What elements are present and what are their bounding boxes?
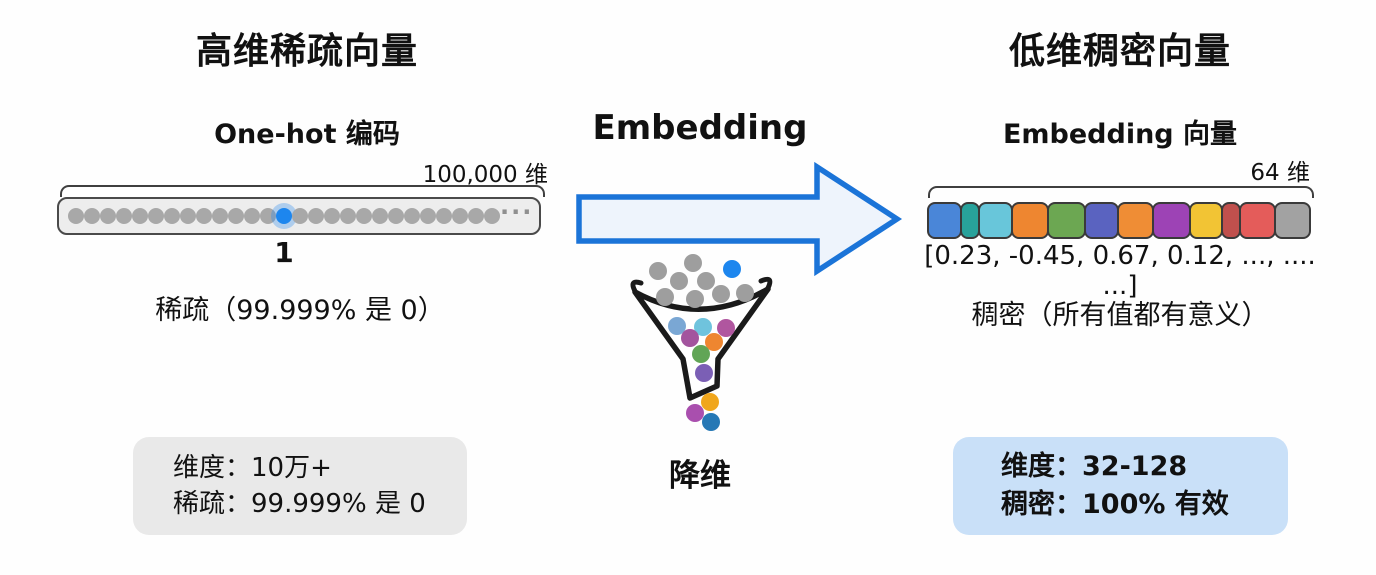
funnel-dot-inside xyxy=(692,345,710,363)
embedding-cell xyxy=(1221,202,1242,239)
zero-dot xyxy=(180,208,196,224)
zero-dot xyxy=(468,208,484,224)
funnel-dot-inside xyxy=(668,317,686,335)
embedding-vector-bar xyxy=(927,202,1311,239)
embedding-cell xyxy=(1188,202,1224,239)
zero-dot xyxy=(164,208,180,224)
zero-dot xyxy=(420,208,436,224)
zero-dot xyxy=(132,208,148,224)
zero-dot xyxy=(100,208,116,224)
funnel-dot-above xyxy=(670,272,688,290)
sparse-section-title: 高维稀疏向量 xyxy=(195,31,418,72)
zero-dot xyxy=(404,208,420,224)
dense-info-line1: 维度：32-128 xyxy=(1001,451,1188,482)
embedding-cell xyxy=(1117,202,1154,239)
funnel-dot-above xyxy=(723,260,741,278)
dense-dimension-bracket xyxy=(928,186,1314,198)
zero-dot xyxy=(452,208,468,224)
zero-dot xyxy=(324,208,340,224)
sparse-info-line2: 稀疏：99.999% 是 0 xyxy=(173,489,426,519)
funnel-dots xyxy=(620,253,780,433)
funnel-dot-above xyxy=(656,288,674,306)
zero-dot xyxy=(340,208,356,224)
zero-dot xyxy=(372,208,388,224)
embedding-cell xyxy=(977,202,1013,239)
embedding-cell xyxy=(959,202,980,239)
right-arrow-shape xyxy=(576,161,903,277)
funnel-dot-inside xyxy=(694,318,712,336)
embedding-cell xyxy=(1010,202,1050,239)
zero-dot xyxy=(356,208,372,224)
zero-dot xyxy=(228,208,244,224)
zero-dot xyxy=(484,208,500,224)
funnel-rim-curls xyxy=(630,276,773,296)
funnel-icon xyxy=(620,253,780,433)
funnel-dot-inside xyxy=(705,333,723,351)
funnel-dot-inside xyxy=(695,364,713,382)
embedding-cell xyxy=(927,202,962,239)
onehot-vector-bar: ··· xyxy=(57,197,541,235)
zero-dot xyxy=(308,208,324,224)
sparse-dimension-bracket xyxy=(60,185,545,197)
embedding-cell xyxy=(1239,202,1277,239)
vector-values-text: [0.23, -0.45, 0.67, 0.12, ..., .... ...] xyxy=(924,241,1316,301)
zero-dot xyxy=(212,208,228,224)
zero-dot xyxy=(148,208,164,224)
embedding-cell xyxy=(1084,202,1120,239)
hot-value-label: 1 xyxy=(274,236,294,269)
embedding-cell xyxy=(1151,202,1191,239)
right-arrow-icon xyxy=(576,161,903,277)
funnel-dot-above xyxy=(712,285,730,303)
funnel-dot-below xyxy=(702,413,720,431)
zero-dot xyxy=(196,208,212,224)
funnel-dot-above xyxy=(686,290,704,308)
embedding-cell xyxy=(1274,202,1311,239)
funnel-dot-above xyxy=(736,284,754,302)
funnel-dot-inside xyxy=(717,319,735,337)
sparse-note: 稀疏（99.999% 是 0） xyxy=(155,295,445,326)
zero-dot xyxy=(436,208,452,224)
embedding-vector-subtitle: Embedding 向量 xyxy=(1002,119,1238,150)
funnel-dot-inside xyxy=(681,329,699,347)
hot-dot xyxy=(276,208,292,224)
dense-dimension-label: 64 维 xyxy=(1250,160,1310,186)
dimension-reduction-label: 降维 xyxy=(669,458,731,494)
zero-dot xyxy=(292,208,308,224)
sparse-dimension-label: 100,000 维 xyxy=(422,162,548,188)
zero-dot xyxy=(116,208,132,224)
ellipsis-dots-icon: ··· xyxy=(500,198,534,226)
sparse-info-box: 维度：10万+ 稀疏：99.999% 是 0 xyxy=(133,437,467,535)
zero-dot xyxy=(84,208,100,224)
funnel-dot-above xyxy=(697,272,715,290)
embedding-title: Embedding xyxy=(592,108,808,148)
zero-dot xyxy=(244,208,260,224)
dense-note: 稠密（所有值都有意义） xyxy=(971,300,1269,331)
zero-dot xyxy=(388,208,404,224)
onehot-subtitle: One-hot 编码 xyxy=(214,119,400,150)
funnel-dot-above xyxy=(649,262,667,280)
zero-dot xyxy=(260,208,276,224)
funnel-dot-above xyxy=(684,254,702,272)
zero-dot xyxy=(68,208,84,224)
sparse-info-line1: 维度：10万+ xyxy=(173,453,332,483)
dense-info-box: 维度：32-128 稠密：100% 有效 xyxy=(953,437,1288,535)
embedding-cell xyxy=(1047,202,1087,239)
dense-info-line2: 稠密：100% 有效 xyxy=(1001,489,1229,520)
dense-section-title: 低维稠密向量 xyxy=(1008,31,1231,72)
funnel-dot-below xyxy=(686,404,704,422)
funnel-dot-below xyxy=(701,393,719,411)
